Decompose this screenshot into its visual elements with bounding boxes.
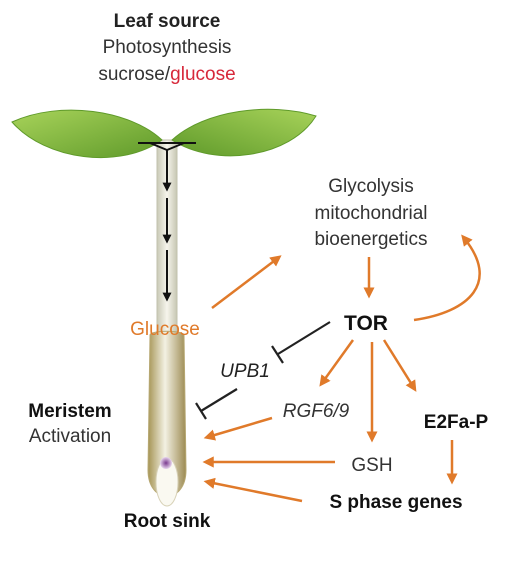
- photosynthesis-label: Photosynthesis: [103, 37, 232, 58]
- gsh-label: GSH: [351, 455, 392, 476]
- arrow-tor-to-e2fa: [382, 339, 417, 392]
- phloem-junction-right: [166, 142, 185, 151]
- arrow-sphase-to-meristem: [203, 477, 303, 503]
- s-phase-genes-label: S phase genes: [329, 492, 462, 513]
- arrow-rgf-to-meristem: [203, 416, 273, 441]
- right-leaf: [171, 108, 317, 157]
- arrow-tor-feedback-loop: [413, 234, 481, 322]
- e2fa-label: E2Fa-P: [424, 412, 489, 433]
- bioenergetics-label: bioenergetics: [314, 229, 427, 250]
- glucose-text-red: glucose: [170, 64, 236, 85]
- leaf-source-title: Leaf source: [114, 11, 221, 32]
- meristem-dot: [160, 457, 172, 469]
- activation-label: Activation: [29, 426, 111, 447]
- arrow-tor-to-rgf: [319, 339, 355, 387]
- inhibit-tor-upb1-bar: [271, 345, 284, 364]
- meristem-label: Meristem: [28, 401, 111, 422]
- rgf-label: RGF6/9: [283, 401, 350, 422]
- inhibit-tor-upb1: [277, 321, 331, 355]
- sucrose-text: sucrose/: [98, 64, 171, 85]
- tor-label: TOR: [344, 312, 388, 335]
- inhibit-upb1-meristem-bar: [195, 402, 207, 420]
- root-sink-label: Root sink: [124, 511, 211, 532]
- mitochondrial-label: mitochondrial: [315, 203, 428, 224]
- arrow-glucose-to-glycolysis: [211, 255, 282, 309]
- root: [147, 330, 187, 497]
- sugar-label: sucrose/glucose: [98, 64, 235, 85]
- inhibit-upb1-meristem: [200, 388, 238, 412]
- phloem-junction-left: [149, 142, 168, 151]
- glucose-label: Glucose: [130, 319, 200, 340]
- left-leaf: [11, 109, 163, 158]
- upb1-label: UPB1: [220, 361, 270, 382]
- glycolysis-label: Glycolysis: [328, 176, 414, 197]
